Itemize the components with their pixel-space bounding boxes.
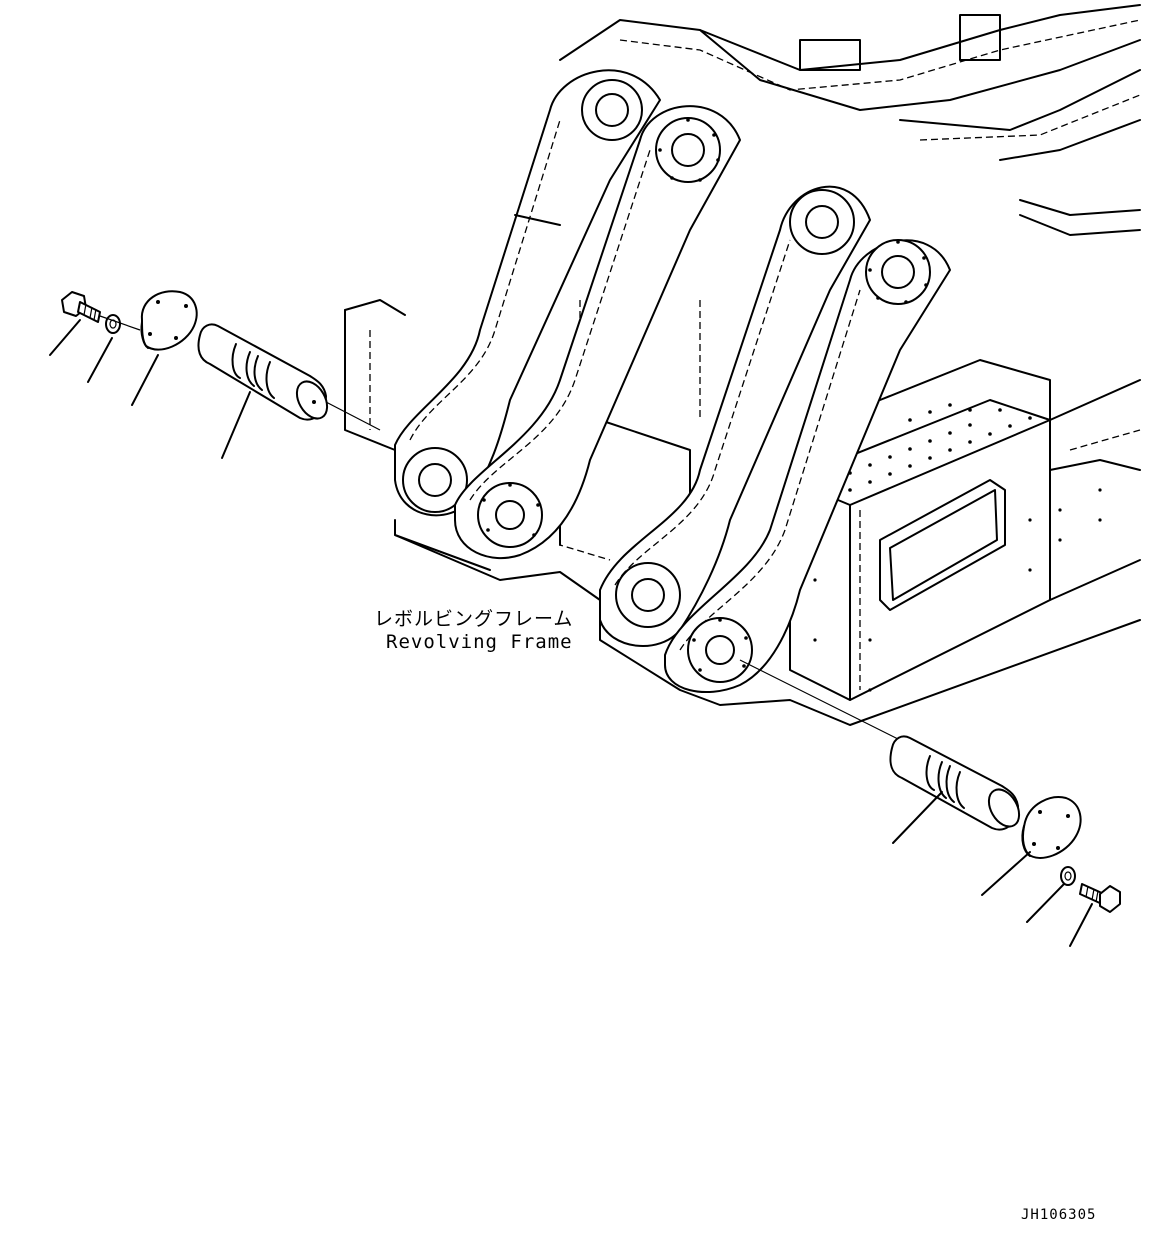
bolt-icon: [61, 291, 101, 323]
pin-icon: [197, 323, 329, 421]
washer-icon: [1060, 866, 1076, 886]
bolt-icon: [1079, 883, 1121, 913]
frame-label-english: Revolving Frame: [384, 631, 575, 653]
pin-icon: [889, 735, 1021, 831]
boom-bracket-left-inner: [454, 105, 741, 560]
drawing-id: JH106305: [1021, 1207, 1097, 1223]
revolving-frame-body: [344, 4, 1141, 726]
boom-bracket-right: [599, 185, 871, 647]
boom-bracket-left: [394, 69, 661, 517]
right-pin-assembly: [739, 659, 1121, 947]
washer-icon: [105, 314, 121, 334]
cover-plate-icon: [140, 290, 198, 351]
cover-plate-icon: [1021, 796, 1082, 859]
frame-label-japanese: レボルビングフレーム: [372, 604, 576, 631]
boom-bracket-right-inner: [664, 239, 951, 693]
left-pin-assembly: [49, 290, 381, 459]
